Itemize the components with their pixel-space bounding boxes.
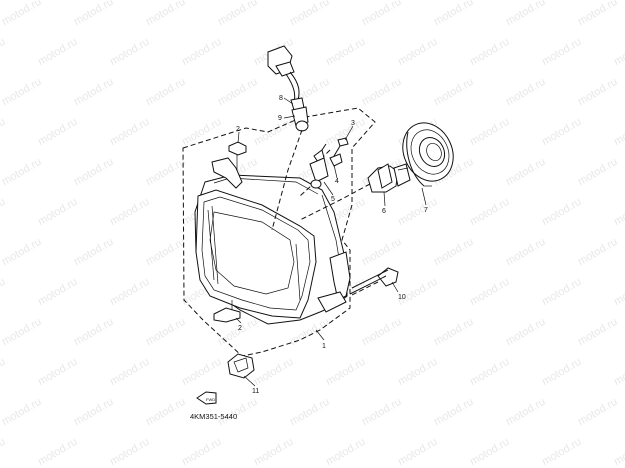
clip-upper [228, 141, 247, 156]
assembly-outline [182, 107, 376, 357]
callout-3: 3 [351, 120, 355, 127]
position-lamp-bulb [309, 143, 329, 189]
fwd-arrow-icon: FWD [196, 391, 217, 405]
headlight-lens [195, 189, 317, 319]
lower-mount-lug [317, 291, 347, 313]
callout-6: 6 [382, 208, 386, 215]
socket-connector [267, 45, 309, 132]
side-mount-bracket [329, 251, 351, 301]
part-code: 4KM351-5440 [190, 412, 238, 421]
clip-lower [213, 307, 241, 323]
callout-8: 8 [279, 95, 283, 102]
leader-lines [235, 97, 427, 387]
dust-cover [402, 122, 454, 187]
callout-5: 5 [331, 196, 335, 203]
headlight-bulb [367, 163, 411, 193]
callout-11: 11 [252, 388, 259, 395]
fwd-label: FWD [206, 397, 215, 402]
callout-10: 10 [398, 294, 406, 301]
mounting-bolt [349, 267, 399, 295]
callout-2-lower: 2 [238, 325, 242, 332]
small-screw [333, 137, 349, 157]
callout-1: 1 [322, 343, 326, 350]
upper-mount-bracket [211, 157, 243, 189]
callout-2-upper: 2 [236, 126, 240, 133]
callout-9: 9 [278, 115, 282, 122]
bulb-socket [329, 153, 343, 167]
callout-7: 7 [424, 207, 428, 214]
callout-4: 4 [335, 178, 339, 185]
rubber-grommet [227, 353, 255, 379]
